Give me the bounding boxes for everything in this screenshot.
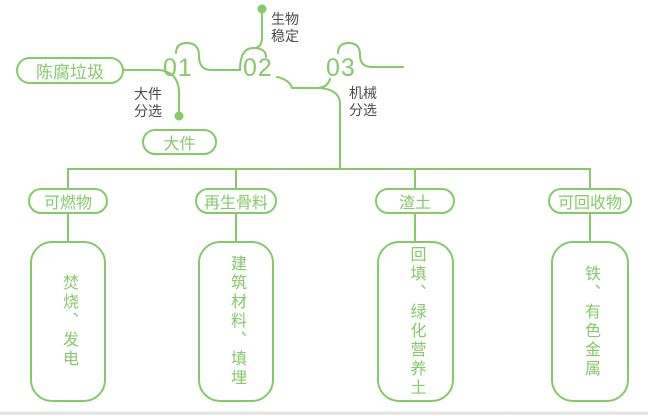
wire-02-to-03 [276, 76, 331, 89]
step-label-line: 机械 [349, 85, 377, 101]
dot-bio [257, 4, 267, 14]
result-box-building-materials: 建筑材料、填埋 [198, 241, 274, 402]
result-text: 焚烧、发电 [60, 274, 77, 369]
step-number-02: 02 [243, 54, 273, 82]
source-node: 陈腐垃圾 [16, 57, 124, 84]
category-slag-soil: 渣土 [375, 188, 455, 214]
category-label: 可燃物 [43, 195, 92, 212]
category-combustibles: 可燃物 [28, 188, 108, 214]
wire-03-dropper [318, 87, 341, 170]
source-label: 陈腐垃圾 [36, 63, 104, 82]
step-label-line: 分选 [349, 102, 377, 118]
bottom-edge-shadow [0, 411, 648, 415]
step-number-01: 01 [163, 54, 193, 82]
step-label-line: 分选 [134, 103, 162, 119]
step-label-line: 稳定 [271, 28, 299, 44]
result-text: 建筑材料、填埋 [228, 255, 245, 388]
wire-03-tail [337, 41, 404, 68]
result-box-backfill: 回填、绿化营养土 [377, 241, 454, 402]
category-label: 渣土 [398, 195, 431, 212]
category-recyclables: 可回收物 [548, 188, 632, 214]
category-recycled-aggregate: 再生骨料 [195, 188, 277, 214]
dot-bulky [174, 111, 184, 121]
result-text: 铁、有色金属 [582, 264, 599, 379]
wire-01-to-02 [175, 41, 241, 71]
step-label-mechanical-sorting: 机械 分选 [349, 85, 377, 119]
result-text: 回填、绿化营养土 [407, 245, 425, 398]
result-box-incineration: 焚烧、发电 [30, 241, 106, 402]
step-label-bio-stabilize: 生物 稳定 [271, 11, 299, 45]
result-box-metals: 铁、有色金属 [551, 241, 629, 402]
wire-distributor [67, 168, 591, 190]
bulky-output-label: 大件 [163, 136, 196, 153]
bulky-output-node: 大件 [142, 129, 217, 155]
wire-bio-dropper [253, 13, 263, 49]
step-label-line: 生物 [271, 11, 299, 27]
wire-source-to-bulky [123, 69, 180, 112]
step-number-03: 03 [326, 54, 356, 82]
category-label: 再生骨料 [203, 195, 268, 212]
category-label: 可回收物 [557, 195, 622, 212]
step-label-bulky-sorting: 大件 分选 [134, 86, 162, 120]
step-label-line: 大件 [134, 86, 162, 102]
